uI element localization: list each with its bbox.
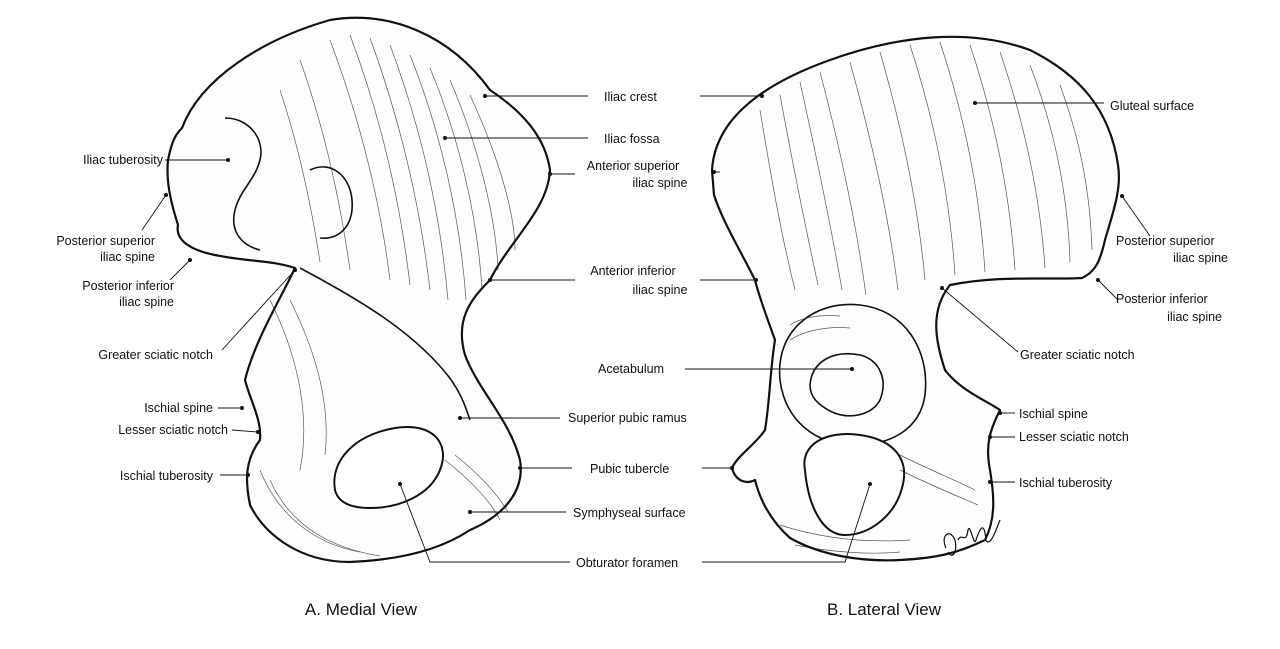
- label-medial-piis-line1: Posterior inferior: [82, 279, 174, 293]
- medial-arcuate-line: [299, 267, 471, 421]
- label-medial-ischial-tuberosity: Ischial tuberosity: [120, 469, 214, 483]
- label-aiis-line2: iliac spine: [633, 283, 688, 297]
- label-lateral-ischial-tuberosity: Ischial tuberosity: [1019, 476, 1113, 490]
- caption-lateral-view: B. Lateral View: [827, 600, 942, 619]
- label-symphyseal-surface: Symphyseal surface: [573, 506, 686, 520]
- medial-bone-outline: [166, 16, 552, 564]
- label-lateral-piis-line1: Posterior inferior: [1116, 292, 1208, 306]
- label-lateral-psis-line2: iliac spine: [1173, 251, 1228, 265]
- artist-signature: [943, 519, 1001, 556]
- label-medial-ischial-spine: Ischial spine: [144, 401, 213, 415]
- label-medial-psis-line2: iliac spine: [100, 250, 155, 264]
- label-gluteal-surface: Gluteal surface: [1110, 99, 1194, 113]
- label-medial-piis-line2: iliac spine: [119, 295, 174, 309]
- label-superior-pubic-ramus: Superior pubic ramus: [568, 411, 687, 425]
- label-medial-lesser-sciatic-notch: Lesser sciatic notch: [118, 423, 228, 437]
- label-asis-line1: Anterior superior: [587, 159, 679, 173]
- label-pubic-tubercle: Pubic tubercle: [590, 462, 669, 476]
- medial-iliac-fossa-striations: [259, 34, 516, 557]
- lateral-gluteal-striations: [759, 41, 1093, 554]
- label-iliac-crest: Iliac crest: [604, 90, 657, 104]
- label-medial-greater-sciatic-notch: Greater sciatic notch: [98, 348, 213, 362]
- lateral-acetabular-fossa: [809, 353, 884, 417]
- medial-leader-lines: [141, 94, 588, 563]
- label-asis-line2: iliac spine: [633, 176, 688, 190]
- label-obturator-foramen: Obturator foramen: [576, 556, 678, 570]
- label-lateral-psis-line1: Posterior superior: [1116, 234, 1215, 248]
- lateral-obturator-foramen: [803, 433, 906, 537]
- labels: Iliac tuberosity Posterior superior ilia…: [56, 90, 1228, 619]
- medial-obturator-foramen: [333, 426, 444, 510]
- caption-medial-view: A. Medial View: [305, 600, 418, 619]
- label-iliac-tuberosity: Iliac tuberosity: [83, 153, 164, 167]
- label-lateral-greater-sciatic-notch: Greater sciatic notch: [1020, 348, 1135, 362]
- label-medial-psis-line1: Posterior superior: [56, 234, 155, 248]
- lateral-bone-outline: [710, 35, 1120, 562]
- medial-sacral-surface: [224, 117, 353, 251]
- label-aiis-line1: Anterior inferior: [590, 264, 675, 278]
- label-lateral-ischial-spine: Ischial spine: [1019, 407, 1088, 421]
- label-acetabulum: Acetabulum: [598, 362, 664, 376]
- label-iliac-fossa: Iliac fossa: [604, 132, 660, 146]
- label-lateral-lesser-sciatic-notch: Lesser sciatic notch: [1019, 430, 1129, 444]
- lateral-leader-lines: [685, 94, 1151, 563]
- label-lateral-piis-line2: iliac spine: [1167, 310, 1222, 324]
- medial-view-bone: [166, 16, 552, 564]
- lateral-view-bone: [710, 35, 1120, 562]
